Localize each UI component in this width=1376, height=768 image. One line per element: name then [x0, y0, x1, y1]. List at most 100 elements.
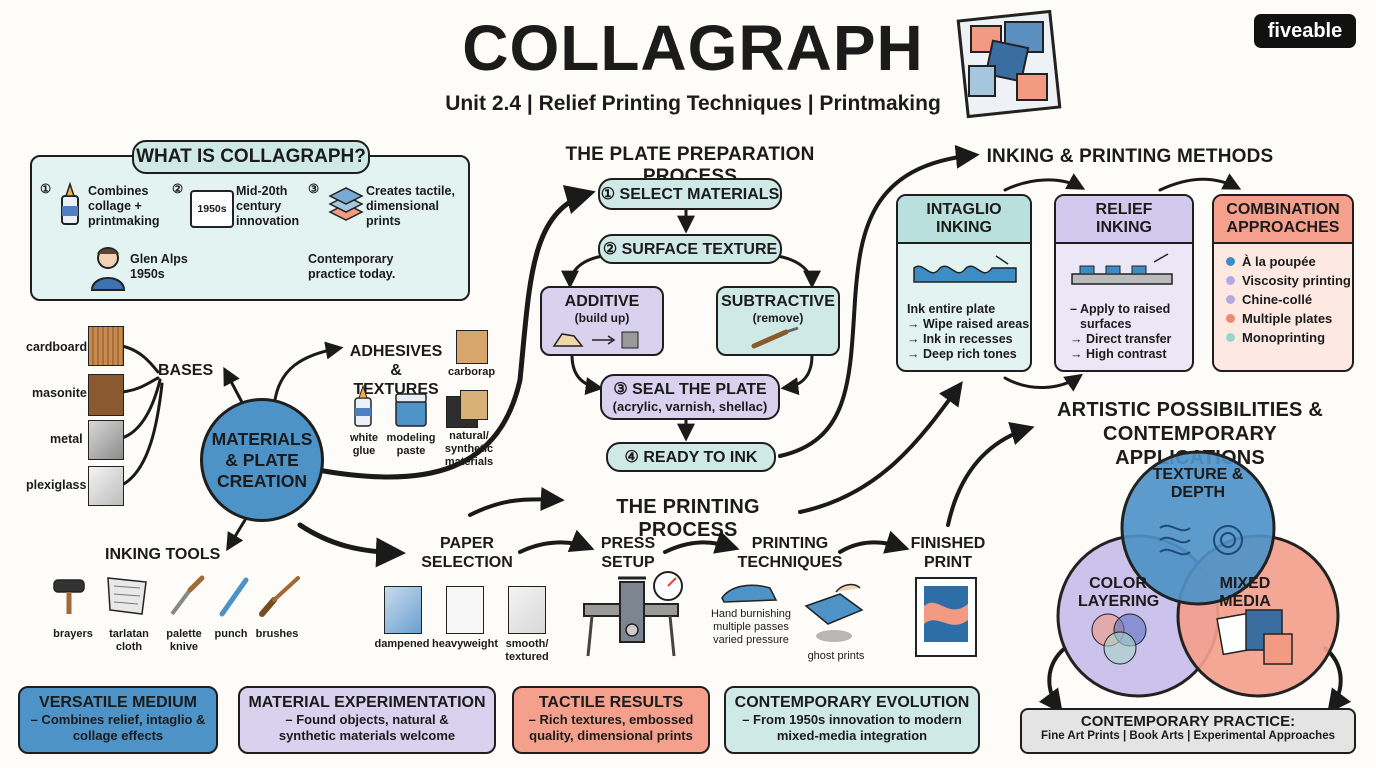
combination-item: Monoprinting	[1226, 330, 1351, 345]
tool-palette-knife-label: palette knive	[166, 628, 202, 653]
subtractive-title: SUBTRACTIVE	[721, 293, 835, 310]
intaglio-line-2: → Wipe raised areas	[907, 317, 1030, 331]
relief-plate-icon	[1071, 253, 1173, 285]
what-is-num-3: ③	[308, 182, 320, 196]
modeling-paste-label: modeling paste	[386, 432, 436, 457]
intaglio-line-4: → Deep rich tones	[907, 347, 1017, 361]
white-glue-label: white glue	[349, 432, 379, 457]
masonite-swatch-icon	[88, 374, 124, 416]
intaglio-steps: Ink entire plate → Wipe raised areas → I…	[907, 302, 1029, 362]
texture-depth-label: TEXTURE & DEPTH	[1152, 466, 1244, 501]
what-is-text-1: Combines collage + printmaking	[88, 184, 160, 228]
relief-line-1: – Apply to raised	[1070, 302, 1171, 316]
relief-steps: – Apply to raised surfaces → Direct tran…	[1070, 302, 1171, 362]
paper-selection-title: PAPER SELECTION	[421, 535, 513, 571]
salmon-bullet-icon	[1226, 314, 1235, 323]
texture-depth-circle	[1120, 450, 1276, 606]
combination-item: Viscosity printing	[1226, 273, 1351, 288]
paper-heavyweight-label: heavyweight	[432, 638, 499, 650]
additive-box: ADDITIVE (build up)	[540, 286, 664, 356]
step-ready-to-ink: ④ READY TO INK	[606, 442, 776, 472]
modeling-paste-icon	[395, 393, 427, 427]
printing-press-icon	[583, 571, 683, 657]
contemporary-evolution-card: CONTEMPORARY EVOLUTION – From 1950s inno…	[724, 686, 980, 754]
metal-swatch-icon	[88, 420, 124, 460]
base-plexiglass-label: plexiglass	[26, 478, 87, 492]
calendar-icon: 1950s	[190, 190, 234, 228]
seal-sub: (acrylic, varnish, shellac)	[612, 399, 768, 414]
white-glue-icon	[354, 384, 372, 427]
paper-smooth-label: smooth/ textured	[505, 638, 549, 663]
relief-line-2: surfaces	[1080, 317, 1132, 331]
intaglio-plate-icon	[913, 255, 1017, 283]
what-is-panel	[30, 155, 470, 301]
punch-icon	[219, 577, 249, 617]
hand-burnishing-icon	[721, 584, 778, 603]
subtractive-box: SUBTRACTIVE (remove)	[716, 286, 840, 356]
versatile-medium-card: VERSATILE MEDIUM – Combines relief, inta…	[18, 686, 218, 754]
mixed-media-label: MIXED MEDIA	[1219, 575, 1271, 610]
palette-knife-icon	[170, 575, 205, 616]
tool-brayers-label: brayers	[53, 628, 93, 640]
intaglio-panel: INTAGLIO INKING Ink entire plate → Wipe …	[896, 194, 1032, 372]
combination-panel: COMBINATION APPROACHES À la poupée Visco…	[1212, 194, 1354, 372]
carborundum-label: carborap	[448, 366, 496, 378]
what-is-origin: Glen Alps 1950s	[130, 252, 188, 281]
cardboard-swatch-icon	[88, 326, 124, 366]
contemporary-evolution-text: – From 1950s innovation to modern mixed-…	[742, 712, 962, 743]
versatile-medium-text: – Combines relief, intaglio & collage ef…	[30, 712, 206, 743]
step-surface-texture: ② SURFACE TEXTURE	[598, 234, 782, 264]
tool-tarlatan-label: tarlatan cloth	[109, 628, 149, 653]
materials-center-node: MATERIALS & PLATE CREATION	[200, 398, 324, 522]
finished-print-icon	[915, 577, 977, 657]
layers-icon	[328, 187, 364, 221]
blue-bullet-icon	[1226, 257, 1235, 266]
teal-bullet-icon	[1226, 333, 1235, 342]
tarlatan-cloth-icon	[107, 577, 147, 615]
material-experimentation-text: – Found objects, natural & synthetic mat…	[278, 712, 456, 743]
printing-process-heading: THE PRINTING PROCESS	[616, 496, 760, 541]
natural-synthetic-label: natural/ synthetic materials	[444, 430, 494, 468]
contemporary-practice-title: CONTEMPORARY PRACTICE:	[1080, 713, 1296, 730]
color-layering-label: COLOR LAYERING	[1078, 575, 1160, 610]
textured-paper-icon	[508, 586, 546, 634]
tool-punch-label: punch	[214, 628, 248, 640]
carborundum-swatch-icon	[456, 330, 488, 364]
material-experimentation-card: MATERIAL EXPERIMENTATION – Found objects…	[238, 686, 496, 754]
plexiglass-swatch-icon	[88, 466, 124, 506]
relief-title: RELIEF INKING	[1056, 196, 1192, 244]
glue-bottle-icon	[61, 181, 79, 225]
finished-print-title: FINISHED PRINT	[910, 535, 986, 571]
tactile-results-text: – Rich textures, embossed quality, dimen…	[528, 712, 694, 743]
step-seal-plate: ③ SEAL THE PLATE (acrylic, varnish, shel…	[600, 374, 780, 420]
inking-methods-heading: INKING & PRINTING METHODS	[986, 146, 1274, 167]
what-is-num-2: ②	[172, 182, 184, 196]
contemporary-practice-sub: Fine Art Prints | Book Arts | Experiment…	[1041, 730, 1335, 742]
collage-plate-icon	[956, 10, 1062, 119]
intaglio-line-1: Ink entire plate	[907, 302, 996, 316]
natural-material-swatch-icon	[460, 390, 488, 420]
combination-list: À la poupée Viscosity printing Chine-col…	[1226, 250, 1351, 349]
bases-label: BASES	[158, 362, 214, 379]
brand-logo[interactable]: fiveable	[1254, 14, 1356, 48]
inking-tools-icons	[53, 575, 300, 617]
brush-icon	[259, 576, 300, 617]
relief-panel: RELIEF INKING – Apply to raised surfaces…	[1054, 194, 1194, 372]
page-title: COLLAGRAPH	[462, 12, 924, 84]
relief-line-4: → High contrast	[1070, 347, 1167, 361]
heavyweight-paper-icon	[446, 586, 484, 634]
dampened-paper-icon	[384, 586, 422, 634]
additive-title: ADDITIVE	[564, 293, 640, 310]
ghost-prints-label: ghost prints	[807, 650, 865, 662]
tool-brushes-label: brushes	[255, 628, 299, 640]
combination-item: Chine-collé	[1226, 292, 1351, 307]
lavender-bullet-icon	[1226, 276, 1235, 285]
additive-sub: (build up)	[574, 311, 630, 325]
intaglio-title: INTAGLIO INKING	[898, 196, 1030, 244]
relief-line-3: → Direct transfer	[1070, 332, 1172, 346]
versatile-medium-title: VERSATILE MEDIUM	[39, 694, 197, 711]
hand-burnishing-label: Hand burnishing multiple passes varied p…	[710, 608, 792, 646]
base-cardboard-label: cardboard	[26, 340, 88, 354]
what-is-num-1: ①	[40, 182, 52, 196]
